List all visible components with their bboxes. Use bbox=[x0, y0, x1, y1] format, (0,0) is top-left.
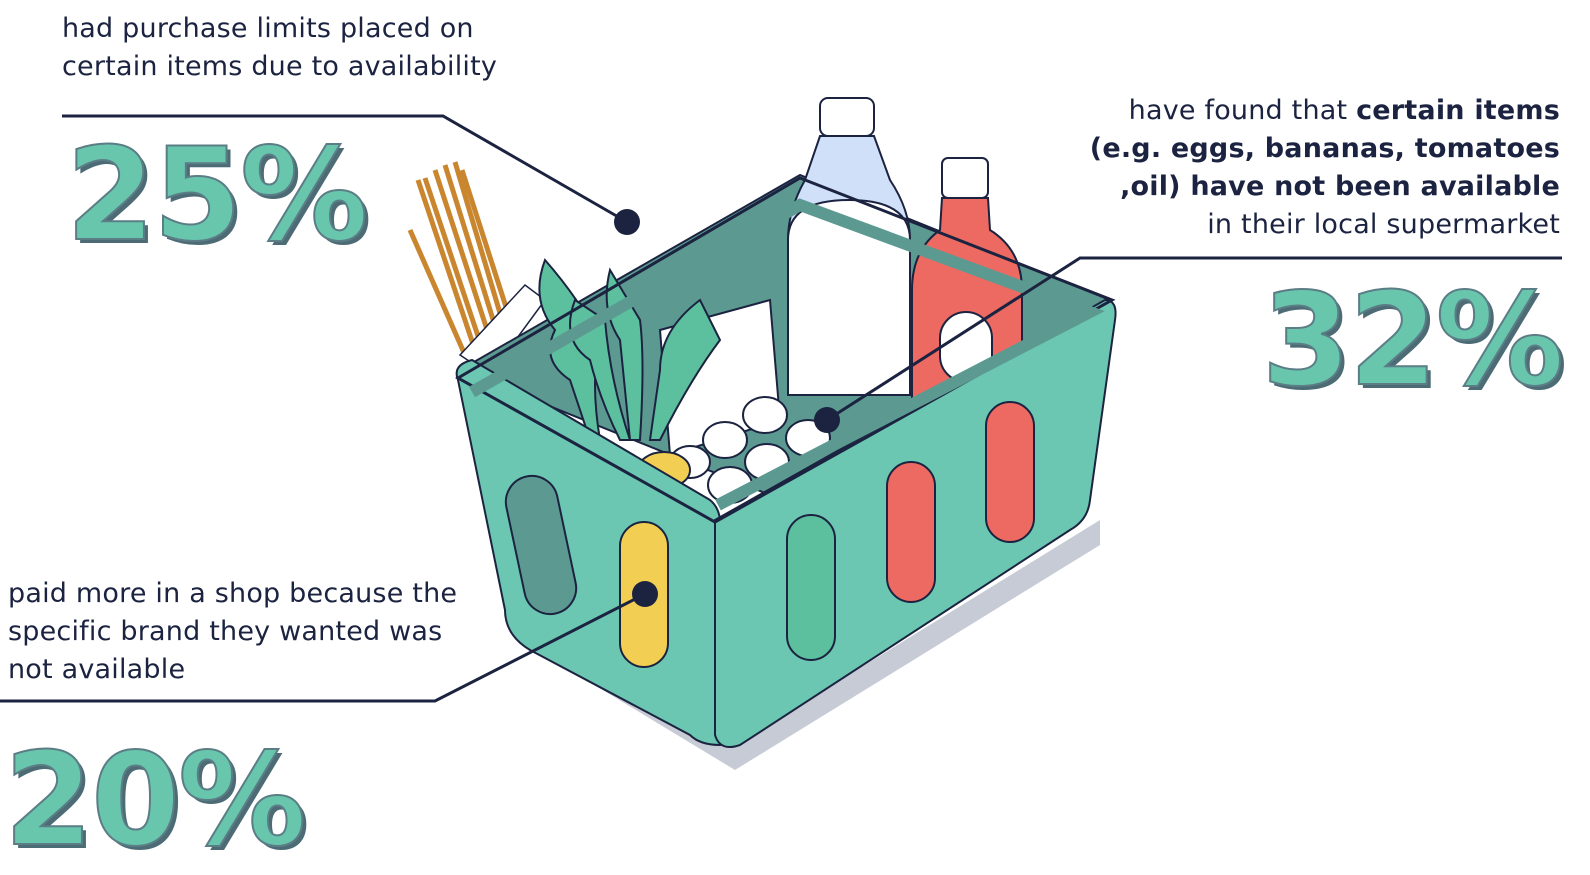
leader-lines bbox=[0, 114, 1562, 703]
stat-32-value: 32% bbox=[1261, 266, 1565, 415]
basket-rim bbox=[454, 176, 1116, 524]
caption-normal: have found that bbox=[1128, 95, 1357, 126]
basket-rim-inner bbox=[469, 198, 1105, 511]
caption-line: specific brand they wanted was bbox=[8, 616, 443, 647]
stat-20-caption: paid more in a shop because the specific… bbox=[8, 575, 457, 689]
stat-32-caption: have found that certain items (e.g. eggs… bbox=[1090, 92, 1560, 244]
milk-bottle bbox=[787, 97, 911, 396]
pasta-bundle bbox=[407, 161, 547, 377]
caption-line: certain items due to availability bbox=[62, 51, 498, 82]
carrot-greens bbox=[538, 258, 722, 489]
leader-line-20 bbox=[0, 592, 646, 703]
leader-line-25 bbox=[62, 114, 628, 224]
marker-dot-25 bbox=[614, 209, 640, 235]
stat-25-caption: had purchase limits placed on certain it… bbox=[62, 10, 497, 86]
caption-line: not available bbox=[8, 654, 186, 685]
caption-line-1: have found that certain items bbox=[1090, 92, 1560, 130]
marker-dot-32 bbox=[814, 407, 840, 433]
caption-line-2: (e.g. eggs, bananas, tomatoes bbox=[1090, 130, 1560, 168]
caption-bold: certain items bbox=[1356, 95, 1560, 126]
caption-line-3: ,oil) have not been available bbox=[1090, 168, 1560, 206]
caption-line: had purchase limits placed on bbox=[62, 13, 474, 44]
caption-bold: (e.g. eggs, bananas, tomatoes bbox=[1089, 133, 1560, 164]
basket-holes bbox=[504, 401, 1035, 668]
stat-20-value: 20% bbox=[3, 726, 307, 875]
caption-bold: ,oil) have not been available bbox=[1120, 171, 1560, 202]
marker-dot-20 bbox=[632, 581, 658, 607]
caption-line-4: in their local supermarket bbox=[1207, 209, 1560, 240]
caption-line: paid more in a shop because the bbox=[8, 578, 458, 609]
stat-25-value: 25% bbox=[65, 121, 369, 270]
leader-line-32 bbox=[826, 256, 1562, 422]
